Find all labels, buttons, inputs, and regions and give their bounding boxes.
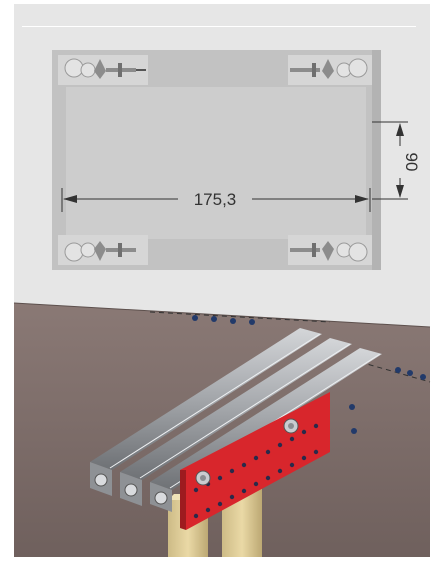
clip-icon	[58, 55, 148, 85]
clip-icon	[288, 55, 372, 85]
holes	[192, 315, 426, 434]
floor-plate	[14, 303, 430, 557]
plate-right-edge	[372, 50, 381, 270]
bolt-icon	[283, 418, 299, 434]
width-dimension-label: 175,3	[194, 190, 237, 209]
mounting-bracket	[180, 392, 330, 530]
clip-icon	[58, 235, 148, 265]
hole-line	[149, 311, 331, 323]
mounting-plate-inner	[66, 87, 366, 239]
width-dimension	[61, 188, 371, 212]
front-view: 175,3 90	[52, 50, 421, 270]
width-label-bg	[180, 189, 250, 209]
mounting-rails	[90, 328, 382, 512]
height-dimension-label: 90	[402, 153, 421, 172]
hole-line	[359, 361, 431, 383]
clip-icon	[288, 235, 372, 265]
height-dimension	[372, 121, 408, 200]
bolt-icon	[195, 470, 211, 486]
divider-line	[22, 26, 416, 27]
isometric-view	[13, 302, 431, 557]
